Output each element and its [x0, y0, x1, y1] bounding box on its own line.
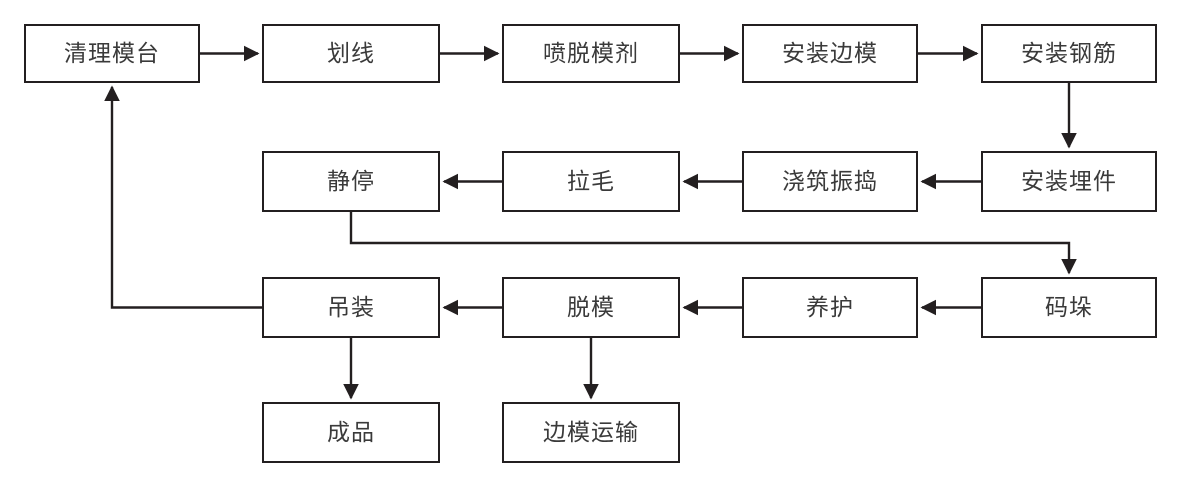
node-anzhuang-gangjin[interactable]: 安装钢筋 [981, 24, 1157, 83]
node-huaxian[interactable]: 划线 [262, 24, 440, 83]
edge-n9-n10 [349, 212, 1077, 275]
node-label: 养护 [806, 294, 854, 320]
node-bianmo-yunshu[interactable]: 边模运输 [502, 402, 680, 463]
node-yanghu[interactable]: 养护 [742, 277, 918, 338]
node-diaozhuang[interactable]: 吊装 [262, 277, 440, 338]
node-tuomo[interactable]: 脱模 [502, 277, 680, 338]
node-pen-tuomoji[interactable]: 喷脱模剂 [502, 24, 680, 83]
node-chengpin[interactable]: 成品 [262, 402, 440, 463]
node-label: 安装埋件 [1021, 168, 1117, 194]
node-label: 拉毛 [567, 168, 615, 194]
node-label: 浇筑振捣 [782, 168, 878, 194]
edge-n13-n1 [104, 85, 262, 309]
node-label: 吊装 [327, 294, 375, 320]
node-label: 划线 [327, 40, 375, 66]
node-label: 喷脱模剂 [543, 40, 639, 66]
node-label: 边模运输 [543, 419, 639, 445]
node-jingting[interactable]: 静停 [262, 151, 440, 212]
node-jiaozhu-zhendao[interactable]: 浇筑振捣 [742, 151, 918, 212]
node-label: 静停 [327, 168, 375, 194]
node-label: 安装钢筋 [1021, 40, 1117, 66]
node-label: 清理模台 [64, 40, 160, 66]
node-lamao[interactable]: 拉毛 [502, 151, 680, 212]
node-label: 脱模 [567, 294, 615, 320]
node-label: 码垛 [1045, 294, 1093, 320]
node-anzhuang-bianmo[interactable]: 安装边模 [742, 24, 918, 83]
node-label: 成品 [327, 419, 375, 445]
node-anzhuang-maijian[interactable]: 安装埋件 [981, 151, 1157, 212]
node-qingli-motai[interactable]: 清理模台 [24, 24, 200, 83]
node-maduo[interactable]: 码垛 [981, 277, 1157, 338]
node-label: 安装边模 [782, 40, 878, 66]
